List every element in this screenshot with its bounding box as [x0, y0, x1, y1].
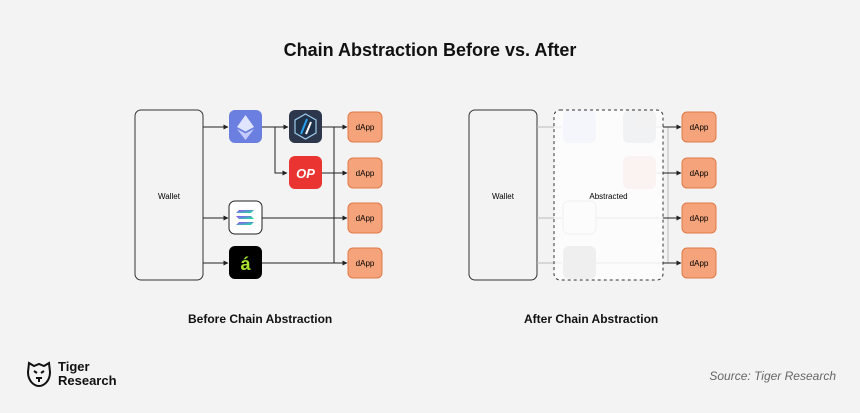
dapp-label: dApp: [690, 123, 709, 132]
optimism-icon: OP: [289, 156, 322, 189]
wallet-box: [468, 109, 538, 281]
wallet-box: [134, 109, 204, 281]
abstracted-box: [553, 109, 664, 281]
solana-icon: [228, 200, 263, 235]
ethereum-icon: [229, 110, 262, 143]
brand-line-2: Research: [58, 373, 117, 388]
connector-lines: [203, 124, 348, 266]
dapp-label: dApp: [690, 169, 709, 178]
after-dapp-3: dApp: [681, 202, 717, 234]
tiger-logo-icon: [26, 361, 52, 388]
source-credit: Source: Tiger Research: [709, 369, 836, 383]
optimism-label: OP: [296, 166, 315, 181]
before-caption: Before Chain Abstraction: [188, 312, 333, 326]
abstracted-label: Abstracted: [589, 192, 627, 201]
dapp-arrows: [663, 124, 682, 266]
svg-text:á: á: [240, 254, 251, 274]
after-dapp-4: dApp: [681, 247, 717, 279]
dapp-label: dApp: [356, 169, 375, 178]
before-diagram: Wallet OP: [134, 109, 383, 281]
dapp-label: dApp: [356, 214, 375, 223]
after-diagram: Wallet Abstracted: [468, 109, 717, 281]
brand-line-1: Tiger: [58, 359, 90, 374]
dapp-label: dApp: [690, 214, 709, 223]
before-dapp-1: dApp: [347, 111, 383, 143]
brand-logo: Tiger Research: [24, 359, 117, 389]
dapp-label: dApp: [356, 259, 375, 268]
aptos-icon: á: [229, 246, 262, 279]
before-dapp-4: dApp: [347, 247, 383, 279]
arbitrum-icon: [289, 110, 322, 143]
before-dapp-2: dApp: [347, 157, 383, 189]
after-caption: After Chain Abstraction: [524, 312, 659, 326]
page-title: Chain Abstraction Before vs. After: [283, 40, 577, 60]
wallet-label: Wallet: [492, 192, 515, 201]
brand-name: Tiger Research: [58, 360, 117, 388]
dapp-label: dApp: [356, 123, 375, 132]
dapp-label: dApp: [690, 259, 709, 268]
after-dapp-2: dApp: [681, 157, 717, 189]
before-dapp-3: dApp: [347, 202, 383, 234]
wallet-label: Wallet: [158, 192, 181, 201]
after-dapp-1: dApp: [681, 111, 717, 143]
